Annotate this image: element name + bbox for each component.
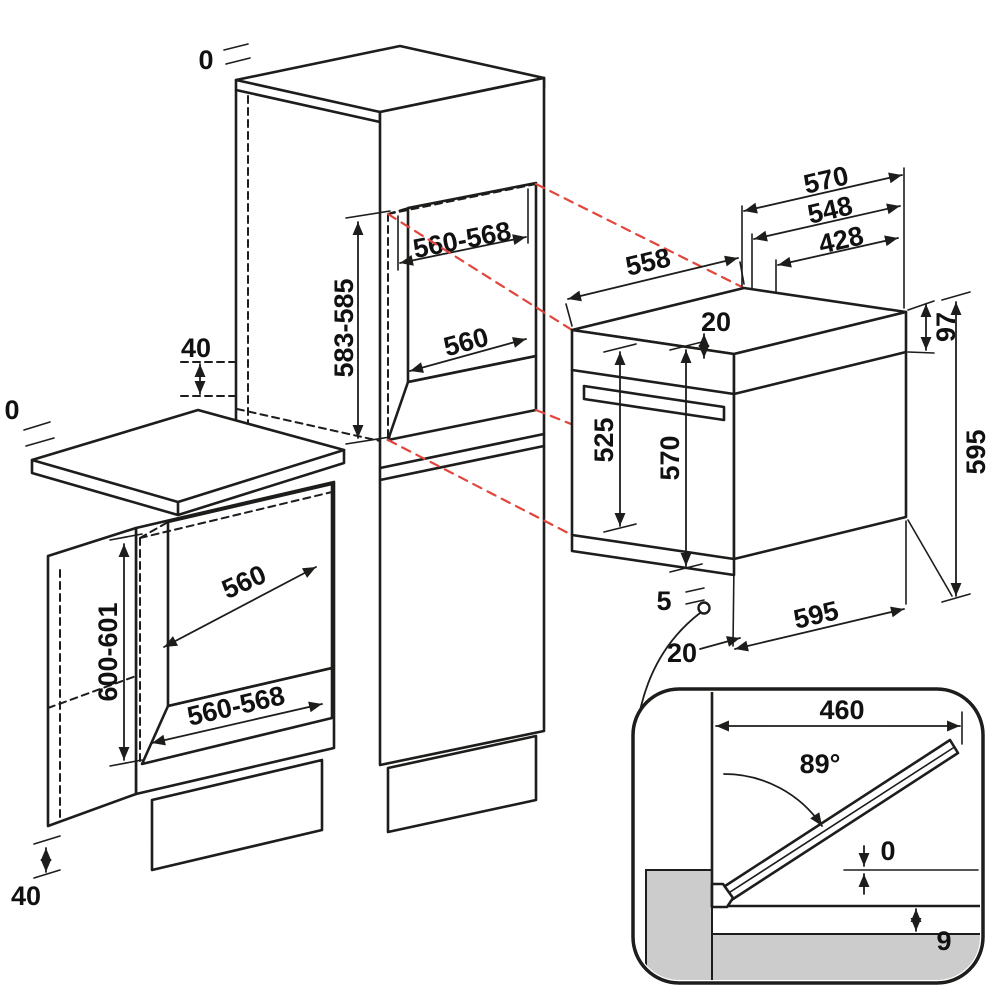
oven-width-ext (732, 520, 907, 647)
base-niche-opening-dashed (139, 491, 333, 765)
projection-line-top-left (386, 212, 574, 332)
base-counter-thickness (30, 448, 346, 517)
base-counter-top (30, 408, 346, 504)
tall-clearance-label: 40 (181, 333, 211, 363)
tall-cabinet-plinth (386, 734, 538, 834)
base-cabinet: 0 560 600-601 560-568 40 (4, 395, 346, 911)
oven-height-label: 595 (961, 429, 991, 474)
oven-door-height-label: 570 (655, 435, 685, 480)
door-open-depth-label: 460 (819, 695, 864, 725)
oven-depth-body-dim (753, 203, 901, 242)
base-plinth-clearance-label: 40 (11, 881, 41, 911)
tall-flush-top-label: 0 (198, 45, 213, 75)
floor-gap-label: 9 (936, 926, 951, 956)
oven-depth-inner-dim (777, 235, 899, 268)
oven-width-label: 595 (791, 595, 842, 634)
open-oven-door-inner-line (726, 747, 954, 895)
base-left-face (46, 526, 138, 828)
oven-height-ext (907, 291, 971, 603)
base-niche-height-ext (109, 533, 143, 767)
oven-right-face (732, 310, 908, 561)
oven-depth-ext-lines (741, 167, 905, 309)
oven-top-clearance-label: 20 (701, 307, 731, 337)
tall-niche-height-label: 583-585 (329, 278, 359, 377)
oven-bottom-gap-label: 5 (656, 586, 671, 616)
base-niche-width-dim (151, 701, 323, 746)
tall-flush-ticks (223, 43, 251, 65)
tall-niche-opening-dashed (387, 183, 537, 441)
oven-bottom-gap-ticks (685, 587, 705, 605)
oven-bottom-clearance-label: 20 (667, 638, 697, 668)
projection-line-bottom-left (386, 438, 574, 537)
base-flush-ticks (23, 421, 55, 447)
base-plinth-ticks (33, 835, 61, 879)
door-angle-arc (723, 773, 823, 827)
inset-floor-gray (711, 933, 980, 980)
oven-body-height-label: 525 (589, 417, 619, 462)
oven-body-height-ticks (603, 343, 637, 533)
oven-width-dim (734, 606, 905, 652)
flush-gap-label: 0 (880, 836, 895, 866)
oven-control-panel-line (570, 350, 908, 396)
tall-niche-height-ext (345, 210, 391, 445)
base-flush-top-label: 0 (4, 395, 19, 425)
tall-clearance-ext (177, 361, 237, 397)
oven: 558 570 548 428 20 97 595 525 570 5 20 (565, 160, 991, 668)
tall-niche-width-ext (397, 188, 529, 271)
door-angle-label: 89° (800, 749, 841, 779)
inset-cabinet-panel-gray (645, 869, 713, 980)
tall-niche-floor (386, 354, 538, 442)
tall-cabinet-shelf-lines (378, 432, 546, 482)
door-detail-inset: 89° 460 0 9 (631, 687, 985, 985)
tall-niche-width-dim (399, 234, 527, 266)
base-niche-depth-dim (163, 566, 317, 648)
door-hinge-bracket (710, 882, 735, 909)
tall-cabinet-front-face (378, 76, 546, 767)
base-front-face (134, 480, 336, 796)
oven-bottom-clearance-arrow (699, 636, 741, 650)
oven-top-depth-dim (567, 255, 739, 302)
base-plinth (150, 758, 324, 872)
oven-door-height-ticks (669, 341, 703, 573)
tall-niche-depth-dim (409, 337, 527, 373)
detail-reference-circle (697, 601, 711, 615)
base-niche-height-label: 600-601 (93, 602, 123, 701)
